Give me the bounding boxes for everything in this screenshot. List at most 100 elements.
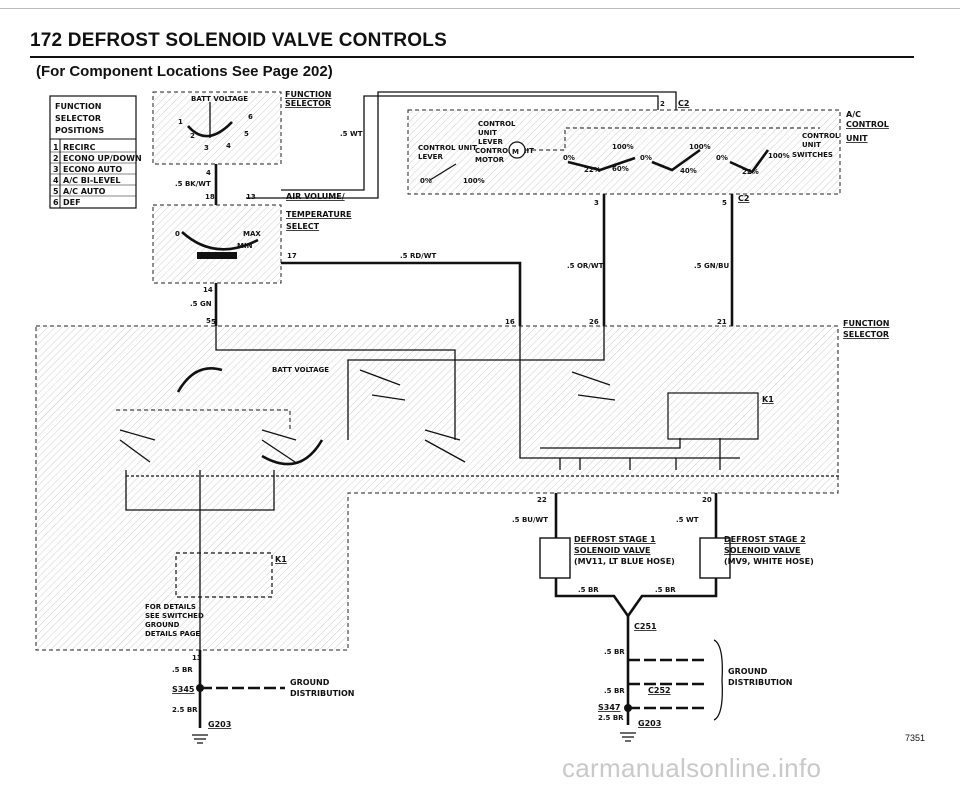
legend-row-number: 2 bbox=[53, 154, 59, 163]
svg-text:2.5 BR: 2.5 BR bbox=[172, 706, 198, 714]
main-function-selector: FUNCTION SELECTOR 5 16 26 21 BATT VOLTAG… bbox=[35, 318, 889, 651]
svg-text:SOLENOID VALVE: SOLENOID VALVE bbox=[574, 546, 651, 555]
wire-5bkwt-label: .5 BK/WT bbox=[175, 180, 211, 188]
function-selector-main-1: FUNCTION bbox=[843, 319, 889, 328]
k1-lower-label: K1 bbox=[275, 555, 287, 564]
svg-text:.5 BR: .5 BR bbox=[578, 586, 599, 594]
svg-text:UNIT: UNIT bbox=[802, 141, 821, 149]
svg-text:SOLENOID VALVE: SOLENOID VALVE bbox=[724, 546, 801, 555]
air-volume-label-2: TEMPERATURE bbox=[286, 210, 352, 219]
page-subtitle: (For Component Locations See Page 202) bbox=[36, 63, 333, 80]
svg-text:(MV9, WHITE HOSE): (MV9, WHITE HOSE) bbox=[724, 557, 814, 566]
svg-text:40%: 40% bbox=[680, 167, 697, 175]
svg-text:5: 5 bbox=[206, 317, 211, 325]
svg-text:.5 BR: .5 BR bbox=[655, 586, 676, 594]
svg-text:22: 22 bbox=[537, 496, 547, 504]
svg-text:26: 26 bbox=[589, 318, 599, 326]
svg-text:.5 BR: .5 BR bbox=[604, 648, 625, 656]
defrost-stage2-valve: DEFROST STAGE 2 SOLENOID VALVE (MV9, WHI… bbox=[699, 493, 814, 579]
ground-dist-right-1: GROUND bbox=[728, 667, 768, 676]
c251-label: C251 bbox=[634, 622, 657, 631]
k1-main-label: K1 bbox=[762, 395, 774, 404]
page-title: 172 DEFROST SOLENOID VALVE CONTROLS bbox=[30, 30, 447, 51]
svg-text:13: 13 bbox=[192, 654, 202, 662]
svg-text:M: M bbox=[512, 148, 519, 156]
svg-text:SWITCHES: SWITCHES bbox=[792, 151, 833, 159]
legend-row-text: A/C BI-LEVEL bbox=[63, 176, 120, 185]
svg-text:2: 2 bbox=[660, 100, 665, 108]
legend-row-number: 6 bbox=[53, 198, 59, 207]
wire-5orwt-label: .5 OR/WT bbox=[567, 262, 604, 270]
max-label: MAX bbox=[243, 230, 261, 238]
svg-text:0%: 0% bbox=[420, 177, 432, 185]
svg-text:21: 21 bbox=[717, 318, 727, 326]
svg-text:14: 14 bbox=[203, 286, 213, 294]
wire-5rdwt-label: .5 RD/WT bbox=[400, 252, 436, 260]
svg-text:17: 17 bbox=[287, 252, 297, 260]
wire-5wt-label: .5 WT bbox=[676, 516, 699, 524]
svg-text:100%: 100% bbox=[463, 177, 485, 185]
legend-row-text: DEF bbox=[63, 198, 81, 207]
svg-text:100%: 100% bbox=[768, 152, 790, 160]
ac-control-unit-label-1: A/C bbox=[846, 110, 861, 119]
svg-text:18: 18 bbox=[205, 193, 215, 201]
svg-text:60%: 60% bbox=[612, 165, 629, 173]
ground-dist-left-1: GROUND bbox=[290, 678, 330, 687]
svg-text:0%: 0% bbox=[716, 154, 728, 162]
svg-text:UNIT: UNIT bbox=[478, 129, 497, 137]
svg-text:LEVER: LEVER bbox=[418, 153, 443, 161]
svg-text:5: 5 bbox=[244, 130, 249, 138]
svg-text:0%: 0% bbox=[640, 154, 652, 162]
svg-text:CONTROL: CONTROL bbox=[478, 120, 516, 128]
legend-heading-2: SELECTOR bbox=[55, 114, 101, 123]
legend-row-number: 4 bbox=[53, 176, 59, 185]
page-number: 7351 bbox=[905, 733, 926, 743]
legend-row-text: RECIRC bbox=[63, 143, 96, 152]
svg-text:MOTOR: MOTOR bbox=[475, 156, 505, 164]
svg-text:DETAILS PAGE: DETAILS PAGE bbox=[145, 630, 200, 638]
legend-row-number: 1 bbox=[53, 143, 59, 152]
svg-text:2.5 BR: 2.5 BR bbox=[598, 714, 624, 722]
svg-text:5: 5 bbox=[211, 318, 216, 326]
svg-text:1: 1 bbox=[178, 118, 183, 126]
svg-text:3: 3 bbox=[204, 144, 209, 152]
ac-control-unit: A/C CONTROL UNIT CONTROL UNIT LEVER CONT… bbox=[407, 109, 889, 207]
air-volume-label-1: AIR VOLUME/ bbox=[286, 192, 345, 201]
svg-text:5: 5 bbox=[722, 199, 727, 207]
svg-text:2: 2 bbox=[190, 132, 195, 140]
legend-row-text: A/C AUTO bbox=[63, 187, 106, 196]
wire-5gnbu-label: .5 GN/BU bbox=[694, 262, 729, 270]
top-rule bbox=[0, 8, 960, 9]
svg-text:FOR DETAILS: FOR DETAILS bbox=[145, 603, 196, 611]
ac-control-unit-label-2: CONTROL bbox=[846, 120, 889, 129]
ground-dist-left-2: DISTRIBUTION bbox=[290, 689, 355, 698]
function-selector-top-1: FUNCTION bbox=[285, 90, 331, 99]
svg-text:GROUND: GROUND bbox=[145, 621, 180, 629]
function-selector-top-2: SELECTOR bbox=[285, 99, 331, 108]
svg-text:100%: 100% bbox=[612, 143, 634, 151]
svg-text:SEE SWITCHED: SEE SWITCHED bbox=[145, 612, 204, 620]
c252-label: C252 bbox=[648, 686, 671, 695]
legend-row-text: ECONO UP/DOWN bbox=[63, 154, 142, 163]
title-rule bbox=[30, 56, 914, 58]
defrost-stage1-valve: DEFROST STAGE 1 SOLENOID VALVE (MV11, LT… bbox=[539, 493, 675, 579]
svg-text:13: 13 bbox=[246, 193, 256, 201]
batt-voltage-main-label: BATT VOLTAGE bbox=[272, 366, 329, 374]
svg-text:4: 4 bbox=[226, 142, 231, 150]
legend-row-number: 5 bbox=[53, 187, 59, 196]
svg-text:3: 3 bbox=[594, 199, 599, 207]
svg-text:.5 BR: .5 BR bbox=[604, 687, 625, 695]
svg-text:LEVER: LEVER bbox=[478, 138, 503, 146]
ground-dist-right-2: DISTRIBUTION bbox=[728, 678, 793, 687]
svg-text:CONTROL: CONTROL bbox=[802, 132, 840, 140]
c2-top-label: C2 bbox=[678, 99, 689, 108]
svg-text:(MV11, LT BLUE HOSE): (MV11, LT BLUE HOSE) bbox=[574, 557, 675, 566]
g203-right-label: G203 bbox=[638, 719, 661, 728]
legend-heading-1: FUNCTION bbox=[55, 102, 101, 111]
svg-text:6: 6 bbox=[248, 113, 253, 121]
svg-text:22%: 22% bbox=[742, 168, 759, 176]
